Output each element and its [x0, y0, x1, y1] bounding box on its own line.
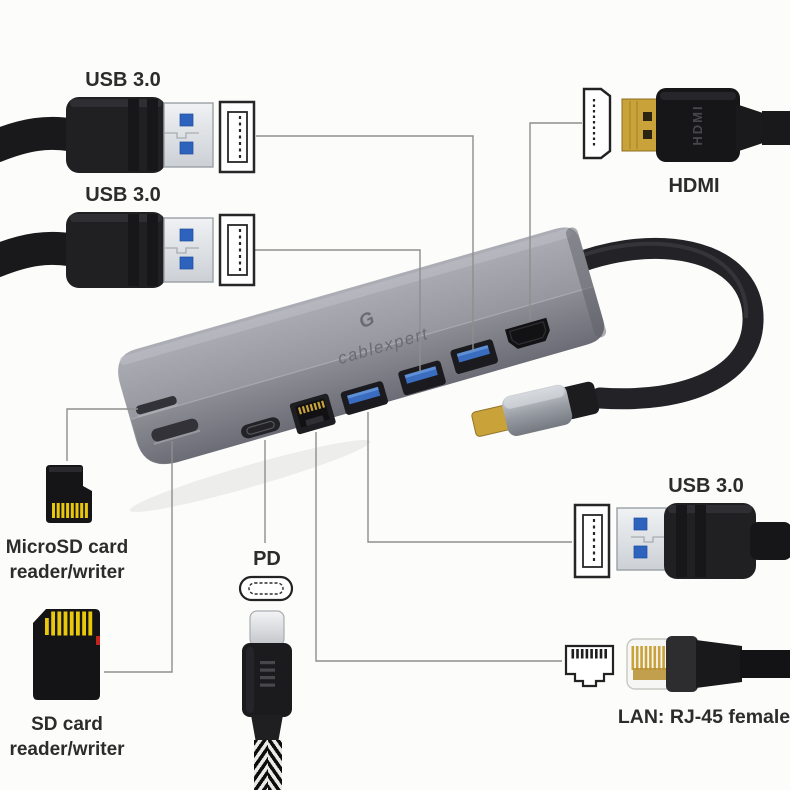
label-usb-top-1: USB 3.0 [85, 69, 161, 91]
label-usb-top-2: USB 3.0 [85, 184, 161, 206]
usb-c-host-cable [545, 237, 764, 410]
sd-card-slot [151, 418, 201, 445]
hdmi-port-icon [582, 87, 612, 160]
usb-c-pd-plug [242, 610, 292, 743]
label-pd: PD [253, 548, 281, 570]
callout-line-hdmi [529, 122, 582, 320]
usb3-port-1 [340, 381, 388, 415]
usb-a-port-icon-1 [218, 100, 256, 174]
callout-line-usb-top-1 [256, 135, 474, 351]
usb-a-plug-2 [0, 212, 214, 288]
usb3-port-3 [450, 339, 498, 374]
label-sd: SD card reader/writer [0, 712, 134, 762]
callout-line-microsd [66, 408, 138, 461]
microsd-card-slot [135, 396, 179, 418]
brand-logo-mark: G [355, 307, 379, 334]
label-lan: LAN: RJ-45 female [617, 706, 790, 728]
label-microsd-line1: MicroSD card [5, 537, 129, 558]
usb-a-port-icon-right [573, 503, 611, 579]
hdmi-out-port [504, 317, 550, 349]
microsd-card [46, 465, 92, 523]
label-microsd: MicroSD card reader/writer [0, 535, 134, 585]
usb-c-host-connector [471, 381, 600, 437]
callout-line-usb-top-2 [254, 249, 421, 372]
usb-c-port-icon [238, 575, 294, 602]
usb3-port-2 [398, 360, 446, 396]
label-hdmi: HDMI [668, 175, 720, 197]
usb-c-pd-port [241, 417, 281, 439]
braided-cable [254, 740, 282, 790]
callout-line-lan [315, 432, 562, 662]
hdmi-plug-moulded-text: HDMI [690, 104, 705, 145]
usb-a-plug-right [616, 503, 790, 579]
hub-shadow [129, 439, 371, 513]
label-usb-right: USB 3.0 [668, 475, 744, 497]
ethernet-plug [626, 636, 790, 692]
sd-card [33, 609, 100, 700]
hdmi-plug: HDMI [621, 88, 790, 162]
label-microsd-line2: reader/writer [9, 562, 125, 583]
usb-a-plug-1 [0, 97, 214, 173]
rj45-lan-port [289, 393, 336, 435]
callout-line-usb-right [367, 412, 572, 543]
callout-lines [66, 122, 582, 673]
label-sd-line1: SD card [31, 714, 103, 735]
callout-line-sd [104, 441, 173, 673]
usb-a-port-icon-2 [218, 213, 256, 287]
usb-c-hub-device [118, 227, 607, 465]
rj45-port-icon [564, 644, 615, 688]
label-sd-line2: reader/writer [9, 739, 125, 760]
